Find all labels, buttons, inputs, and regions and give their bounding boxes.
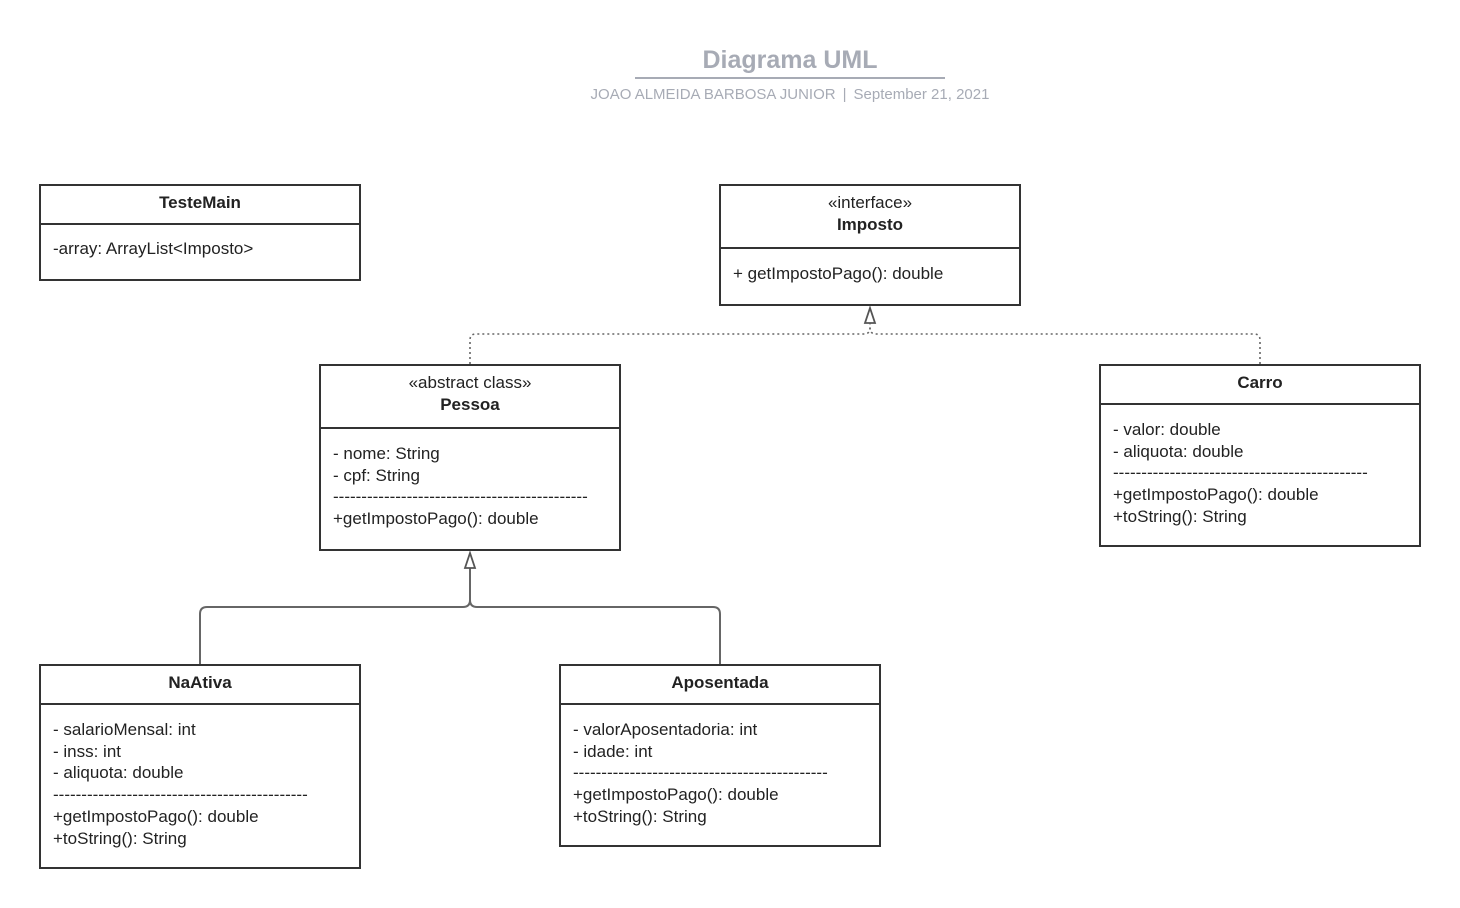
attribute: - nome: String [333, 444, 440, 463]
attribute: -array: ArrayList<Imposto> [53, 239, 254, 258]
member-divider: ----------------------------------------… [53, 785, 308, 805]
method: +toString(): String [573, 806, 707, 826]
class-name: Aposentada [671, 673, 769, 692]
class-imposto[interactable]: «interface» Imposto + getImpostoPago(): … [719, 184, 1021, 306]
class-name: Imposto [836, 215, 904, 234]
class-header: «abstract class» Pessoa [321, 366, 619, 429]
page-subtitle: JOAO ALMEIDA BARBOSA JUNIOR | September 21… [560, 86, 1020, 103]
method: + getImpostoPago(): double [733, 264, 944, 283]
class-pessoa[interactable]: «abstract class» Pessoa - nome: String -… [319, 364, 621, 551]
method: +getImpostoPago(): double [1113, 485, 1319, 505]
generalization-arrowhead [463, 550, 477, 569]
document-date: September 21, 2021 [853, 86, 990, 103]
attribute: - valorAposentadoria: int [573, 720, 758, 739]
class-members: - nome: String - cpf: String -----------… [321, 429, 619, 530]
method: +getImpostoPago(): double [573, 785, 779, 805]
class-members: - salarioMensal: int - inss: int - aliqu… [41, 705, 359, 849]
method: +getImpostoPago(): double [333, 509, 539, 529]
subtitle-separator: | [842, 86, 847, 103]
class-name: NaAtiva [168, 673, 232, 692]
generalization-line-naativa [199, 568, 471, 664]
class-name: Pessoa [440, 395, 500, 414]
method: +getImpostoPago(): double [53, 806, 259, 826]
class-name: Carro [1237, 373, 1283, 392]
attribute: - aliquota: double [1113, 441, 1244, 461]
class-methods: + getImpostoPago(): double [721, 249, 1019, 285]
class-header: Carro [1101, 366, 1419, 405]
class-header: Aposentada [561, 666, 879, 705]
author-name: JOAO ALMEIDA BARBOSA JUNIOR [590, 86, 836, 103]
class-members: - valorAposentadoria: int - idade: int -… [561, 705, 879, 828]
generalization-line-aposentada [469, 599, 721, 664]
class-name: TesteMain [159, 193, 241, 212]
method: +toString(): String [53, 828, 187, 848]
member-divider: ----------------------------------------… [1113, 463, 1368, 483]
class-stereotype: «abstract class» [408, 373, 532, 392]
attribute: - cpf: String [333, 465, 420, 485]
class-header: NaAtiva [41, 666, 359, 705]
attribute: - inss: int [53, 741, 122, 761]
page-title: Diagrama UML [635, 44, 945, 79]
realization-line-carro [869, 327, 1261, 364]
class-aposentada[interactable]: Aposentada - valorAposentadoria: int - i… [559, 664, 881, 847]
attribute: - aliquota: double [53, 763, 184, 783]
member-divider: ----------------------------------------… [333, 487, 588, 507]
class-members: - valor: double - aliquota: double -----… [1101, 405, 1419, 528]
class-header: «interface» Imposto [721, 186, 1019, 249]
class-naativa[interactable]: NaAtiva - salarioMensal: int - inss: int… [39, 664, 361, 869]
attribute: - valor: double [1113, 420, 1221, 439]
class-carro[interactable]: Carro - valor: double - aliquota: double… [1099, 364, 1421, 547]
class-testemain[interactable]: TesteMain -array: ArrayList<Imposto> [39, 184, 361, 281]
realization-line-pessoa [469, 322, 871, 364]
attribute: - idade: int [573, 741, 653, 761]
diagram-header: Diagrama UML JOAO ALMEIDA BARBOSA JUNIOR… [560, 44, 1020, 103]
class-attributes: -array: ArrayList<Imposto> [41, 225, 359, 260]
member-divider: ----------------------------------------… [573, 763, 828, 783]
method: +toString(): String [1113, 506, 1247, 526]
class-stereotype: «interface» [827, 193, 913, 212]
realization-arrowhead [863, 305, 877, 324]
class-header: TesteMain [41, 186, 359, 225]
attribute: - salarioMensal: int [53, 720, 196, 739]
